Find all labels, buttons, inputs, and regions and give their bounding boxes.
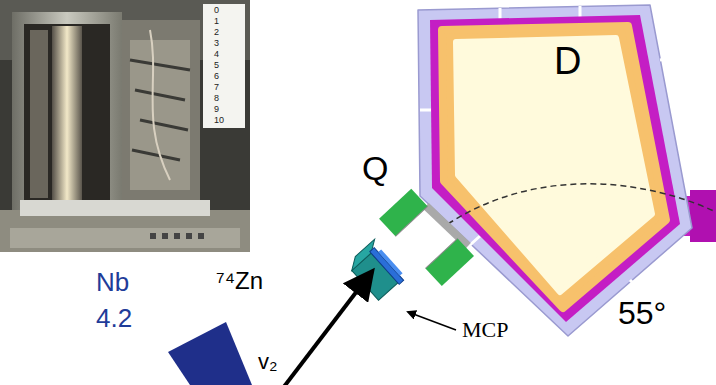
angle-label: 55°	[618, 296, 666, 331]
target-foil	[168, 322, 252, 385]
detector-label: MCP	[462, 318, 508, 342]
ruler-number: 9	[214, 105, 219, 115]
leader-arrow	[408, 312, 456, 330]
target-material: Nb	[96, 268, 129, 297]
ruler-number: 7	[214, 83, 219, 93]
ruler-number: 0	[214, 6, 219, 16]
ruler-number: 2	[214, 28, 219, 38]
velocity-label: v₂	[258, 350, 278, 374]
ruler-number: 6	[214, 72, 219, 82]
ruler-number: 3	[214, 39, 219, 49]
dipole-region: D	[550, 39, 585, 85]
ruler-number: 10	[214, 116, 224, 126]
beam-arrow	[283, 274, 370, 385]
ruler-number: 8	[214, 94, 219, 104]
ruler-number: 5	[214, 61, 219, 71]
quadrupole-label: Q	[362, 150, 388, 187]
ruler-number: 4	[214, 50, 219, 60]
ruler-number: 1	[214, 17, 219, 27]
node-label: D	[554, 41, 581, 83]
dipole-magnet	[418, 5, 716, 336]
isotope-label: ⁷⁴Zn	[216, 268, 263, 294]
detector-photo	[0, 0, 250, 252]
target-thickness: 4.2	[96, 304, 132, 333]
